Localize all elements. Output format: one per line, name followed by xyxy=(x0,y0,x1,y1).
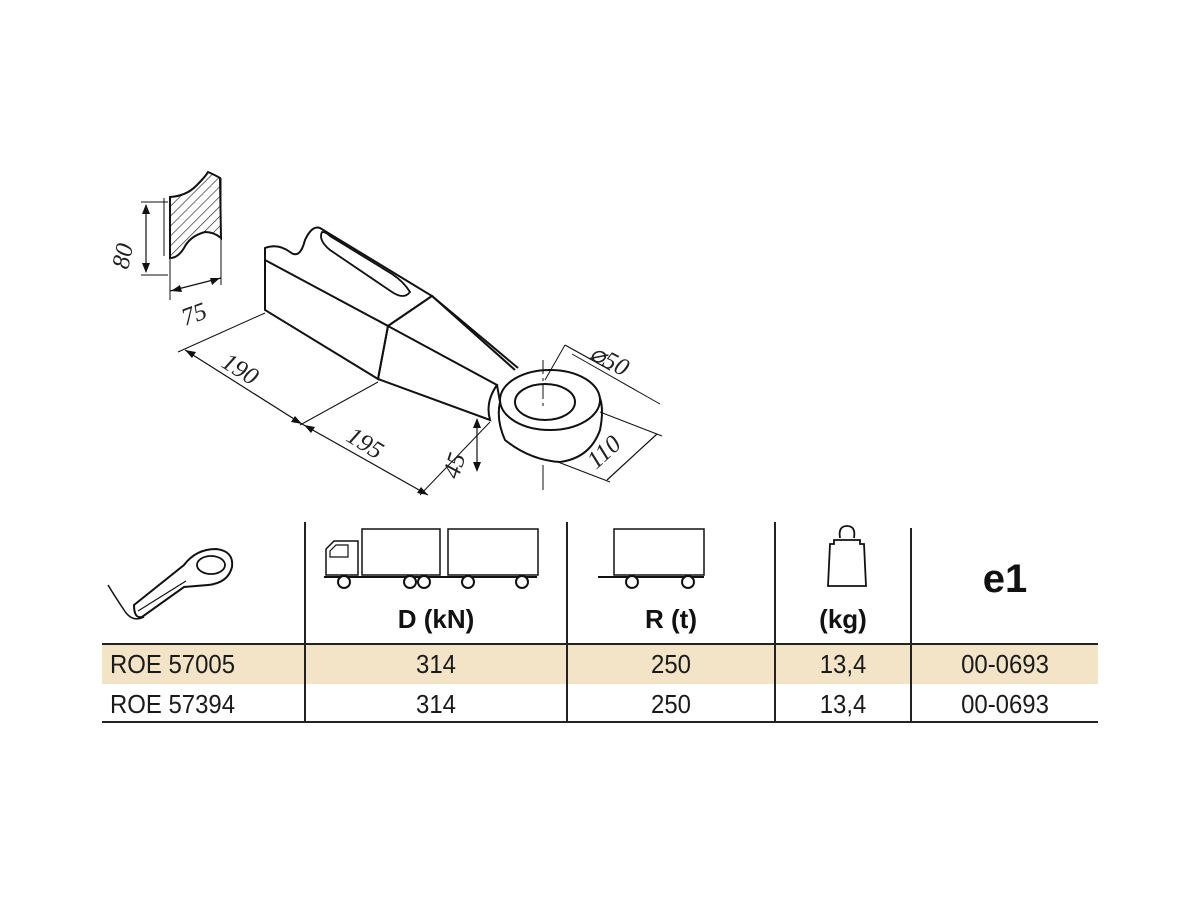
header-d-value: D (kN) xyxy=(397,603,475,634)
row-1-kg: 13,4 xyxy=(819,649,867,679)
towing-eye-icon xyxy=(107,547,234,620)
truck-trailer-icon xyxy=(324,528,539,589)
header-rule xyxy=(102,643,1098,645)
row-2-r: 250 xyxy=(651,689,691,719)
dimension-80: 80 xyxy=(107,201,168,276)
header-approval: e1 xyxy=(982,556,1028,601)
row-1-approval: 00-0693 xyxy=(961,649,1049,679)
column-divider xyxy=(304,522,306,722)
header-weight: (kg) xyxy=(819,603,867,634)
column-divider xyxy=(566,522,568,722)
trailer-icon xyxy=(598,528,705,589)
header-r-value: R (t) xyxy=(645,603,697,634)
row-1-r: 250 xyxy=(651,649,691,679)
technical-drawing: 80 75 xyxy=(107,170,663,496)
towing-eye-drawing xyxy=(264,226,603,490)
column-divider xyxy=(910,528,912,722)
cross-section xyxy=(163,170,223,285)
row-1-model: ROE 57005 xyxy=(110,649,236,679)
bottom-rule xyxy=(102,721,1098,723)
row-highlight xyxy=(102,645,1098,684)
row-2-d: 314 xyxy=(416,689,456,719)
row-2-model: ROE 57394 xyxy=(110,689,236,719)
svg-text:80: 80 xyxy=(107,241,139,272)
row-2-approval: 00-0693 xyxy=(961,689,1049,719)
row-2-kg: 13,4 xyxy=(819,689,867,719)
row-1-d: 314 xyxy=(416,649,456,679)
column-divider xyxy=(774,522,776,722)
weight-icon xyxy=(827,525,867,587)
